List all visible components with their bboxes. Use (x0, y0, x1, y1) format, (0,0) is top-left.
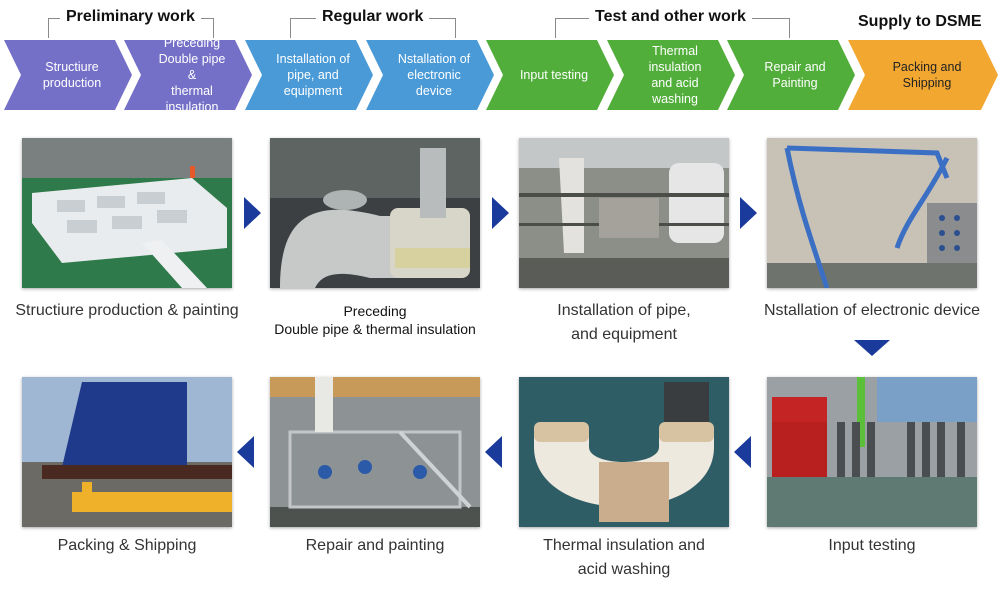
process-step-3: Installation of pipe, and equipment (245, 40, 373, 110)
photo-caption: Repair and painting (305, 537, 445, 554)
photo-caption: Nstallation of electronic device (763, 302, 981, 319)
process-step-2: Preceding Double pipe & thermal insulati… (124, 40, 252, 110)
process-step-1: Structiure production (4, 40, 132, 110)
arrow-right-icon (244, 197, 261, 229)
process-step-label: Structiure production (42, 60, 102, 90)
photo-packing-shipping (22, 377, 232, 527)
arrow-left-icon (237, 436, 254, 468)
process-step-8: Packing and Shipping (848, 40, 998, 110)
photo-caption: Structiure production & painting (15, 302, 239, 319)
group-test-and-other-work: Test and other work (555, 0, 790, 40)
process-step-label: Thermal insulation and acid washing (648, 44, 702, 106)
process-step-6: Thermal insulation and acid washing (607, 40, 735, 110)
process-step-label: Packing and Shipping (892, 60, 962, 90)
process-step-label: Repair and Painting (764, 60, 826, 90)
group-title: Preliminary work (60, 8, 201, 26)
arrow-left-icon (734, 436, 751, 468)
photo-structure-production (22, 138, 232, 288)
photo-thermal-insulation-acid-washing (519, 377, 729, 527)
process-step-4: Nstallation of electronic device (366, 40, 494, 110)
photo-input-testing (767, 377, 977, 527)
group-title: Test and other work (589, 8, 752, 26)
photo-pipe-equipment-installation (519, 138, 729, 288)
process-step-5: Input testing (486, 40, 614, 110)
process-step-label: Preceding Double pipe & thermal insulati… (158, 36, 226, 114)
process-step-label: Installation of pipe, and equipment (276, 52, 350, 98)
group-title: Regular work (316, 8, 430, 26)
process-step-label: Nstallation of electronic device (397, 52, 471, 98)
supply-title: Supply to DSME (858, 13, 982, 30)
photo-caption: Preceding Double pipe & thermal insulati… (274, 303, 476, 337)
photo-caption: Packing & Shipping (57, 537, 197, 554)
process-step-label: Input testing (519, 68, 589, 82)
photo-caption: Installation of pipe, and equipment (557, 302, 691, 343)
arrow-right-icon (492, 197, 509, 229)
photo-repair-painting (270, 377, 480, 527)
photo-caption: Input testing (828, 537, 916, 554)
arrow-left-icon (485, 436, 502, 468)
arrow-right-icon (740, 197, 757, 229)
photo-electronic-device-installation (767, 138, 977, 288)
photo-caption: Thermal insulation and acid washing (543, 537, 705, 578)
process-chevron-bar: Structiure production Preceding Double pi… (0, 40, 1000, 110)
photo-double-pipe-insulation (270, 138, 480, 288)
arrow-down-icon (854, 340, 890, 356)
process-step-7: Repair and Painting (727, 40, 855, 110)
group-preliminary-work: Preliminary work (48, 0, 214, 40)
group-regular-work: Regular work (290, 0, 456, 40)
